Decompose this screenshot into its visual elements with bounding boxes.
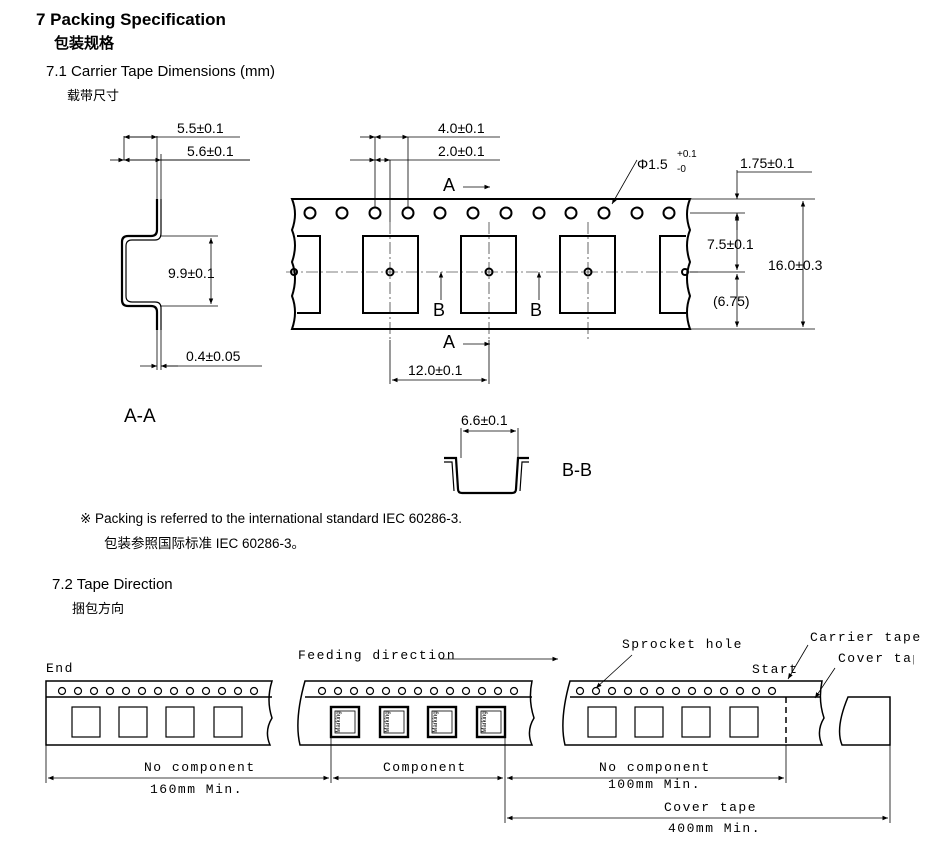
section-arrows	[438, 184, 542, 347]
sprocket-hole-label: Sprocket hole	[622, 637, 743, 652]
section-aa-profile	[120, 199, 162, 330]
marking-label: Marking	[482, 711, 488, 733]
segment-cover-tape-length: 400mm Min.	[668, 821, 762, 836]
section-title-cn: 包装规格	[54, 35, 115, 52]
marking-label: Marking	[433, 711, 439, 733]
segment-cover-tape-name: Cover tape	[664, 800, 758, 815]
marking-label: Marking	[336, 711, 342, 733]
segment-component-name: Component	[383, 760, 467, 775]
section-bb-label: B-B	[562, 460, 593, 480]
direction-component-pockets	[329, 705, 507, 739]
dim-sprocket-pitch: 4.0±0.1	[438, 120, 485, 136]
dim-pocket-width: 5.5±0.1	[177, 120, 224, 136]
carrier-heading-cn: 载带尺寸	[67, 88, 120, 103]
direction-tapes	[45, 680, 891, 746]
segment-trailer-empty-name: No component	[599, 760, 711, 775]
section-bb-profile	[444, 428, 529, 495]
dim-pocket-length: 9.9±0.1	[168, 265, 215, 281]
section-aa-dims	[110, 134, 262, 370]
dim-pocket-pitch: 12.0±0.1	[408, 362, 463, 378]
dim-tape-thickness: 0.4±0.05	[186, 348, 241, 364]
tape-end-label: End	[46, 661, 74, 676]
dim-pocket-opening: 5.6±0.1	[187, 143, 234, 159]
carrier-tape-label: Carrier tape	[810, 630, 922, 645]
marking-label: Marking	[385, 711, 391, 733]
dim-pocket-inner-width: 6.6±0.1	[461, 412, 508, 428]
standard-note-cn: 包装参照国际标准 IEC 60286-3。	[104, 536, 306, 551]
direction-heading: 7.2 Tape Direction	[52, 576, 173, 593]
carrier-heading: 7.1 Carrier Tape Dimensions (mm)	[46, 63, 275, 80]
section-aa-label: A-A	[124, 406, 156, 427]
segment-leader-empty-length: 160mm Min.	[150, 782, 244, 797]
dim-hole-to-pocket: 2.0±0.1	[438, 143, 485, 159]
direction-heading-cn: 捆包方向	[72, 601, 125, 616]
dim-center-to-edge: (6.75)	[713, 293, 750, 309]
carrier-tape-body	[286, 198, 700, 340]
direction-pockets	[71, 706, 759, 738]
section-marker-a-top: A	[443, 175, 456, 195]
segment-leader-empty-name: No component	[144, 760, 256, 775]
feeding-direction-label: Feeding direction	[298, 648, 457, 663]
direction-dimensions	[45, 644, 891, 823]
cover-tape-label: Cover tap	[838, 651, 914, 666]
component-pockets	[290, 235, 689, 314]
dim-hole-tol-minus: -0	[677, 164, 686, 175]
section-marker-b-left: B	[433, 300, 446, 320]
segment-trailer-empty-length: 100mm Min.	[608, 777, 702, 792]
section-title: 7 Packing Specification	[36, 10, 226, 29]
section-marker-b-right: B	[530, 300, 543, 320]
sprocket-holes	[303, 206, 676, 220]
tape-start-label: Start	[752, 662, 799, 677]
dim-tape-width: 16.0±0.3	[768, 257, 823, 273]
dim-hole-to-center: 7.5±0.1	[707, 236, 754, 252]
dim-hole-tol-plus: +0.1	[677, 149, 697, 160]
dim-hole-diameter: Φ1.5	[637, 156, 668, 172]
dim-hole-edge: 1.75±0.1	[740, 155, 795, 171]
tape-dimensions	[350, 134, 815, 384]
direction-sprocket-holes	[57, 686, 777, 696]
section-marker-a-bottom: A	[443, 332, 456, 352]
standard-note: ※ Packing is referred to the internation…	[80, 511, 463, 526]
